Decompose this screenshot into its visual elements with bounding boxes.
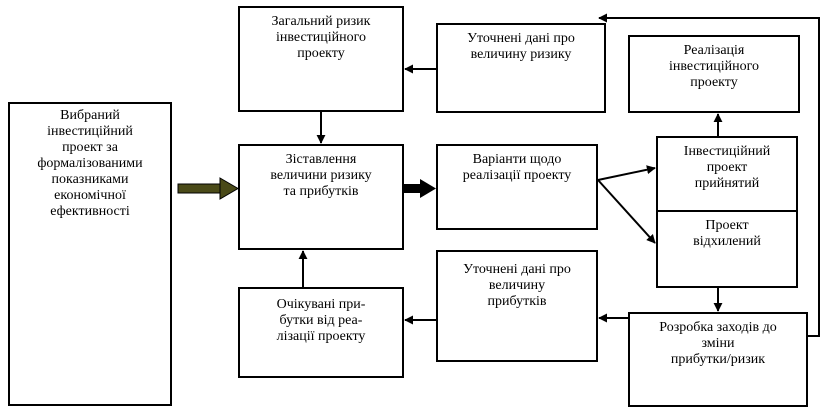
general-risk-label: Загальний ризик інвестиційного проекту (271, 14, 371, 61)
bold-arrow-comparison-to-variants (404, 179, 436, 198)
arrow-variants-to-accepted (597, 165, 656, 181)
refined-profit-data-box: Уточнені дані про величину прибутків (436, 250, 598, 362)
measures-box: Розробка заходів до зміни прибутки/ризик (628, 312, 808, 407)
refined-risk-data-box: Уточнені дані про величину ризику (436, 23, 606, 113)
refined-risk-data-label: Уточнені дані про величину ризику (467, 31, 575, 62)
rejected-label: Проект відхилений (693, 218, 761, 249)
expected-profit-box: Очікувані при- бутки від реа- лізації пр… (238, 287, 404, 378)
variants-label: Варіанти щодо реалізації проекту (462, 152, 572, 183)
rejected-box: Проект відхилений (656, 210, 798, 288)
wide-arrow-selected-to-comparison (177, 177, 239, 200)
accepted-label: Інвестиційний проект прийнятий (683, 144, 771, 191)
arrow-variants-to-rejected (597, 179, 656, 244)
implementation-box: Реалізація інвестиційного проекту (628, 35, 800, 113)
refined-profit-data-label: Уточнені дані про величину прибутків (463, 262, 571, 309)
selected-project-label: Вибраний інвестиційний проект за формалі… (37, 108, 143, 219)
accepted-box: Інвестиційний проект прийнятий (656, 136, 798, 212)
variants-box: Варіанти щодо реалізації проекту (436, 144, 598, 230)
selected-project-box: Вибраний інвестиційний проект за формалі… (8, 102, 172, 406)
feedback-line-measures-to-risk-data (598, 13, 820, 337)
comparison-box: Зіставлення величини ризику та прибутків (238, 144, 404, 250)
measures-label: Розробка заходів до зміни прибутки/ризик (659, 320, 777, 367)
general-risk-box: Загальний ризик інвестиційного проекту (238, 6, 404, 112)
implementation-label: Реалізація інвестиційного проекту (668, 43, 760, 90)
expected-profit-label: Очікувані при- бутки від реа- лізації пр… (276, 297, 366, 344)
comparison-label: Зіставлення величини ризику та прибутків (270, 152, 372, 199)
